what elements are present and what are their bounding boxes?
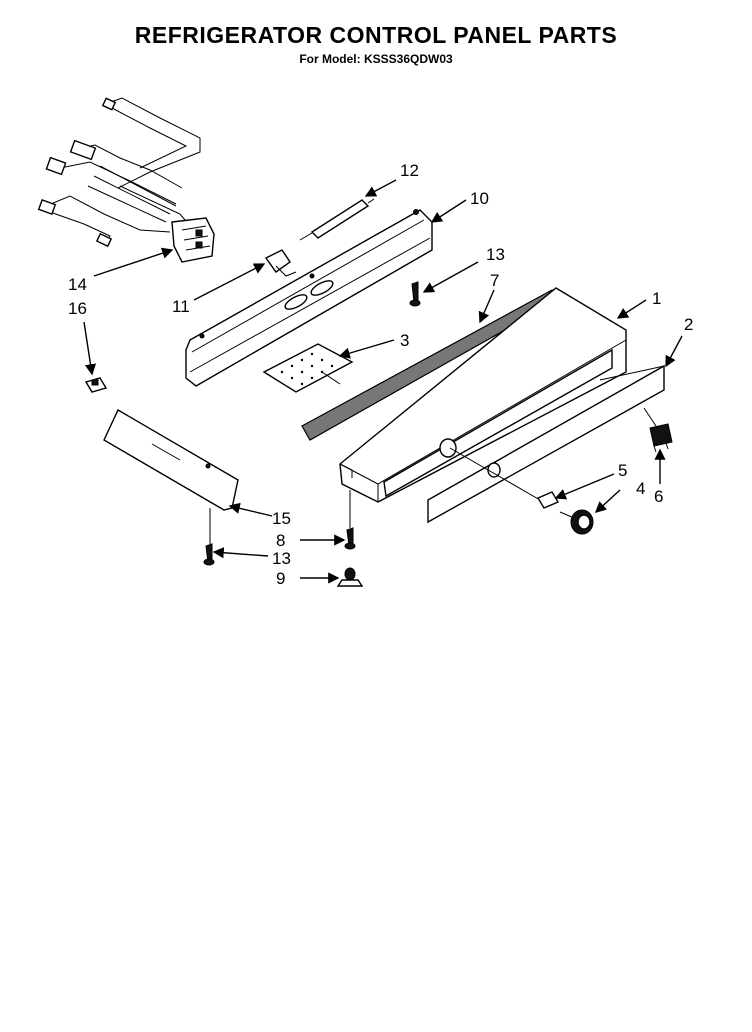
- panel-knob-opening: [439, 438, 541, 501]
- control-housing-bracket: [185, 209, 433, 387]
- callout-16: 16: [68, 299, 87, 318]
- callout-11: 11: [172, 297, 190, 316]
- callout-13-upper: 13: [486, 245, 505, 264]
- callout-5: 5: [618, 461, 627, 480]
- callout-14: 14: [68, 275, 87, 294]
- callout-2: 2: [684, 315, 693, 334]
- thermistor: [299, 198, 375, 241]
- callout-10: 10: [470, 189, 489, 208]
- trim-deflector: [103, 409, 239, 511]
- page-title: REFRIGERATOR CONTROL PANEL PARTS: [134, 22, 618, 48]
- callout-13-lower: 13: [272, 549, 291, 568]
- control-overlay: [427, 364, 665, 524]
- wiring-harness: [37, 97, 215, 263]
- power-switch: [643, 407, 673, 453]
- screw-upper: [409, 281, 421, 307]
- callout-7: 7: [490, 271, 499, 290]
- screw-8: [344, 490, 356, 550]
- control-knob: [559, 509, 594, 535]
- callout-leaders: [83, 179, 683, 584]
- callout-8: 8: [276, 531, 285, 550]
- callout-3: 3: [400, 331, 409, 350]
- callout-1: 1: [652, 289, 661, 308]
- small-bracket: [84, 377, 108, 393]
- callout-12: 12: [400, 161, 419, 180]
- circuit-board: [262, 343, 354, 393]
- model-subtitle: For Model: KSSS36QDW03: [299, 52, 453, 66]
- callout-9: 9: [276, 569, 285, 588]
- screw-lower: [203, 508, 215, 566]
- control-panel: [339, 287, 627, 503]
- callout-15: 15: [272, 509, 291, 528]
- callout-6: 6: [654, 487, 663, 506]
- spring-clip: [536, 491, 560, 509]
- callout-numbers: 12 10 13 7 1 2 3 11 14 16 5 4 6 15 8 13 …: [68, 161, 693, 588]
- callout-4: 4: [636, 479, 645, 498]
- foot-bumper: [336, 567, 364, 587]
- thermostat-clip: [264, 249, 297, 277]
